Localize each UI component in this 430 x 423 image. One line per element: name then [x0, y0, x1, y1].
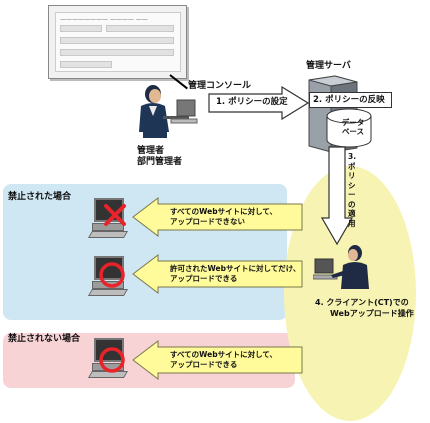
step4-label-line1: 4. クライアント(CT)での [315, 298, 409, 307]
console-label: 管理コンソール [188, 81, 252, 91]
arrow-step1 [208, 86, 310, 120]
callout-2-line1: 許可されたWebサイトに対してだけ、 [170, 264, 301, 273]
callout-arrow-1 [132, 197, 303, 237]
circle-icon [99, 262, 125, 288]
callout-arrow-2 [132, 254, 303, 294]
step2-label: 2. ポリシーの反映 [309, 92, 392, 108]
callout-1-line1: すべてのWebサイトに対して、 [170, 207, 278, 216]
client-area-ellipse [284, 166, 416, 421]
server-label: 管理サーバ [306, 61, 351, 71]
callout-3-line1: すべてのWebサイトに対して、 [170, 350, 278, 359]
callout-3-line2: アップロードできる [170, 360, 238, 369]
step3-label: 3. ポリシーの適用 [348, 152, 357, 228]
database-icon [326, 108, 372, 148]
prohibited-label: 禁止された場合 [8, 192, 72, 202]
database-label: データベース [341, 118, 365, 136]
cross-icon [104, 204, 126, 226]
circle-icon [99, 347, 125, 373]
admin-person-icon [139, 85, 198, 138]
not-prohibited-label: 禁止されない場合 [8, 334, 81, 344]
client-person-icon [313, 245, 369, 289]
step1-label: 1. ポリシーの設定 [216, 97, 288, 107]
screenshot-dialog: ———————— ———— —— [55, 12, 181, 72]
callout-1-line2: アップロードできない [170, 217, 245, 226]
arrow-step3 [321, 146, 353, 246]
admin-label-line1: 管理者 [137, 146, 165, 156]
callout-arrow-3 [132, 340, 303, 380]
admin-label-line2: 部門管理者 [137, 157, 183, 167]
step4-label-line2: Webアップロード操作 [330, 309, 414, 318]
callout-2-line2: アップロードできる [170, 274, 238, 283]
console-screenshot: ———————— ———— —— [48, 5, 187, 79]
